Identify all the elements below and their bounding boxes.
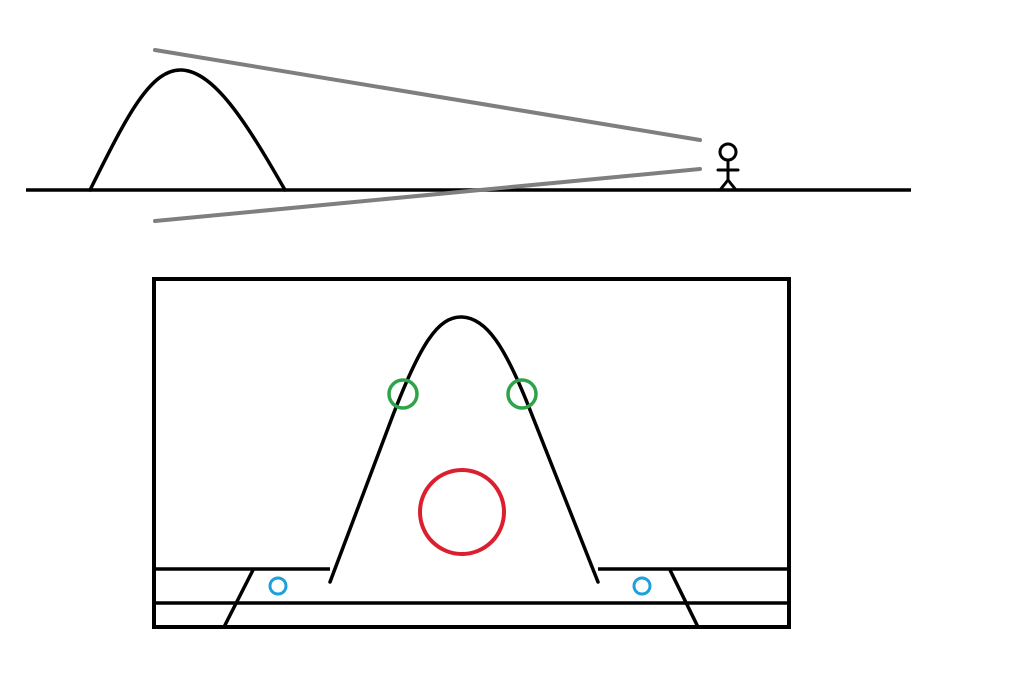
edge-marker-right [506,378,538,410]
base-marker-left [268,576,288,596]
base-marker-right [632,576,652,596]
side-view [26,48,911,223]
band-slant-right [668,569,700,628]
hill-profile [88,68,287,192]
band-slant-left [222,569,255,628]
peak-outline [328,315,600,584]
stick-figure-icon [716,142,740,192]
view-frame [152,277,791,629]
center-marker [418,468,506,556]
sight-line-lower [153,167,702,223]
sight-line-upper [153,48,702,142]
edge-marker-left [387,378,419,410]
front-view [152,277,791,629]
